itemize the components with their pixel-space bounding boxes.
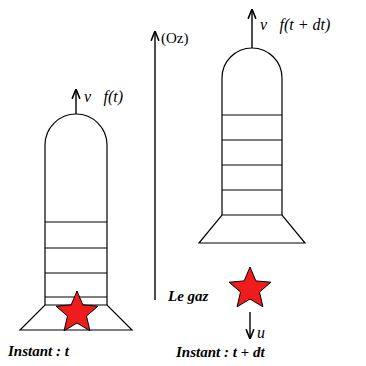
gas-velocity-arrow — [249, 312, 250, 338]
velocity-label: v⃗f(t + dt) — [260, 16, 330, 34]
rocket-t — [20, 114, 132, 330]
oz-axis — [154, 32, 155, 300]
gas-star — [56, 291, 98, 331]
instant-label: Instant : t — [8, 343, 69, 360]
rocket-band — [222, 114, 282, 115]
rocket-band — [222, 164, 282, 165]
rocket-body — [222, 48, 282, 215]
gas-star — [229, 267, 271, 307]
instant-label: Instant : t + dt — [176, 344, 265, 361]
rocket-band — [45, 247, 107, 248]
rocket-nozzle — [199, 215, 305, 243]
gas-label: Le gaz — [168, 288, 208, 305]
rocket-body — [45, 114, 107, 305]
velocity-label: v⃗f(t) — [84, 88, 123, 106]
rocket-band — [45, 272, 107, 273]
vector-label: u⃗ — [257, 324, 277, 342]
velocity-arrow — [75, 90, 76, 114]
rocket-band — [45, 221, 107, 222]
velocity-arrow — [251, 10, 252, 48]
rocket-band — [222, 189, 282, 190]
rocket-t-dt — [199, 48, 305, 243]
axis-label: (Oz) — [161, 30, 188, 47]
rocket-band — [222, 139, 282, 140]
